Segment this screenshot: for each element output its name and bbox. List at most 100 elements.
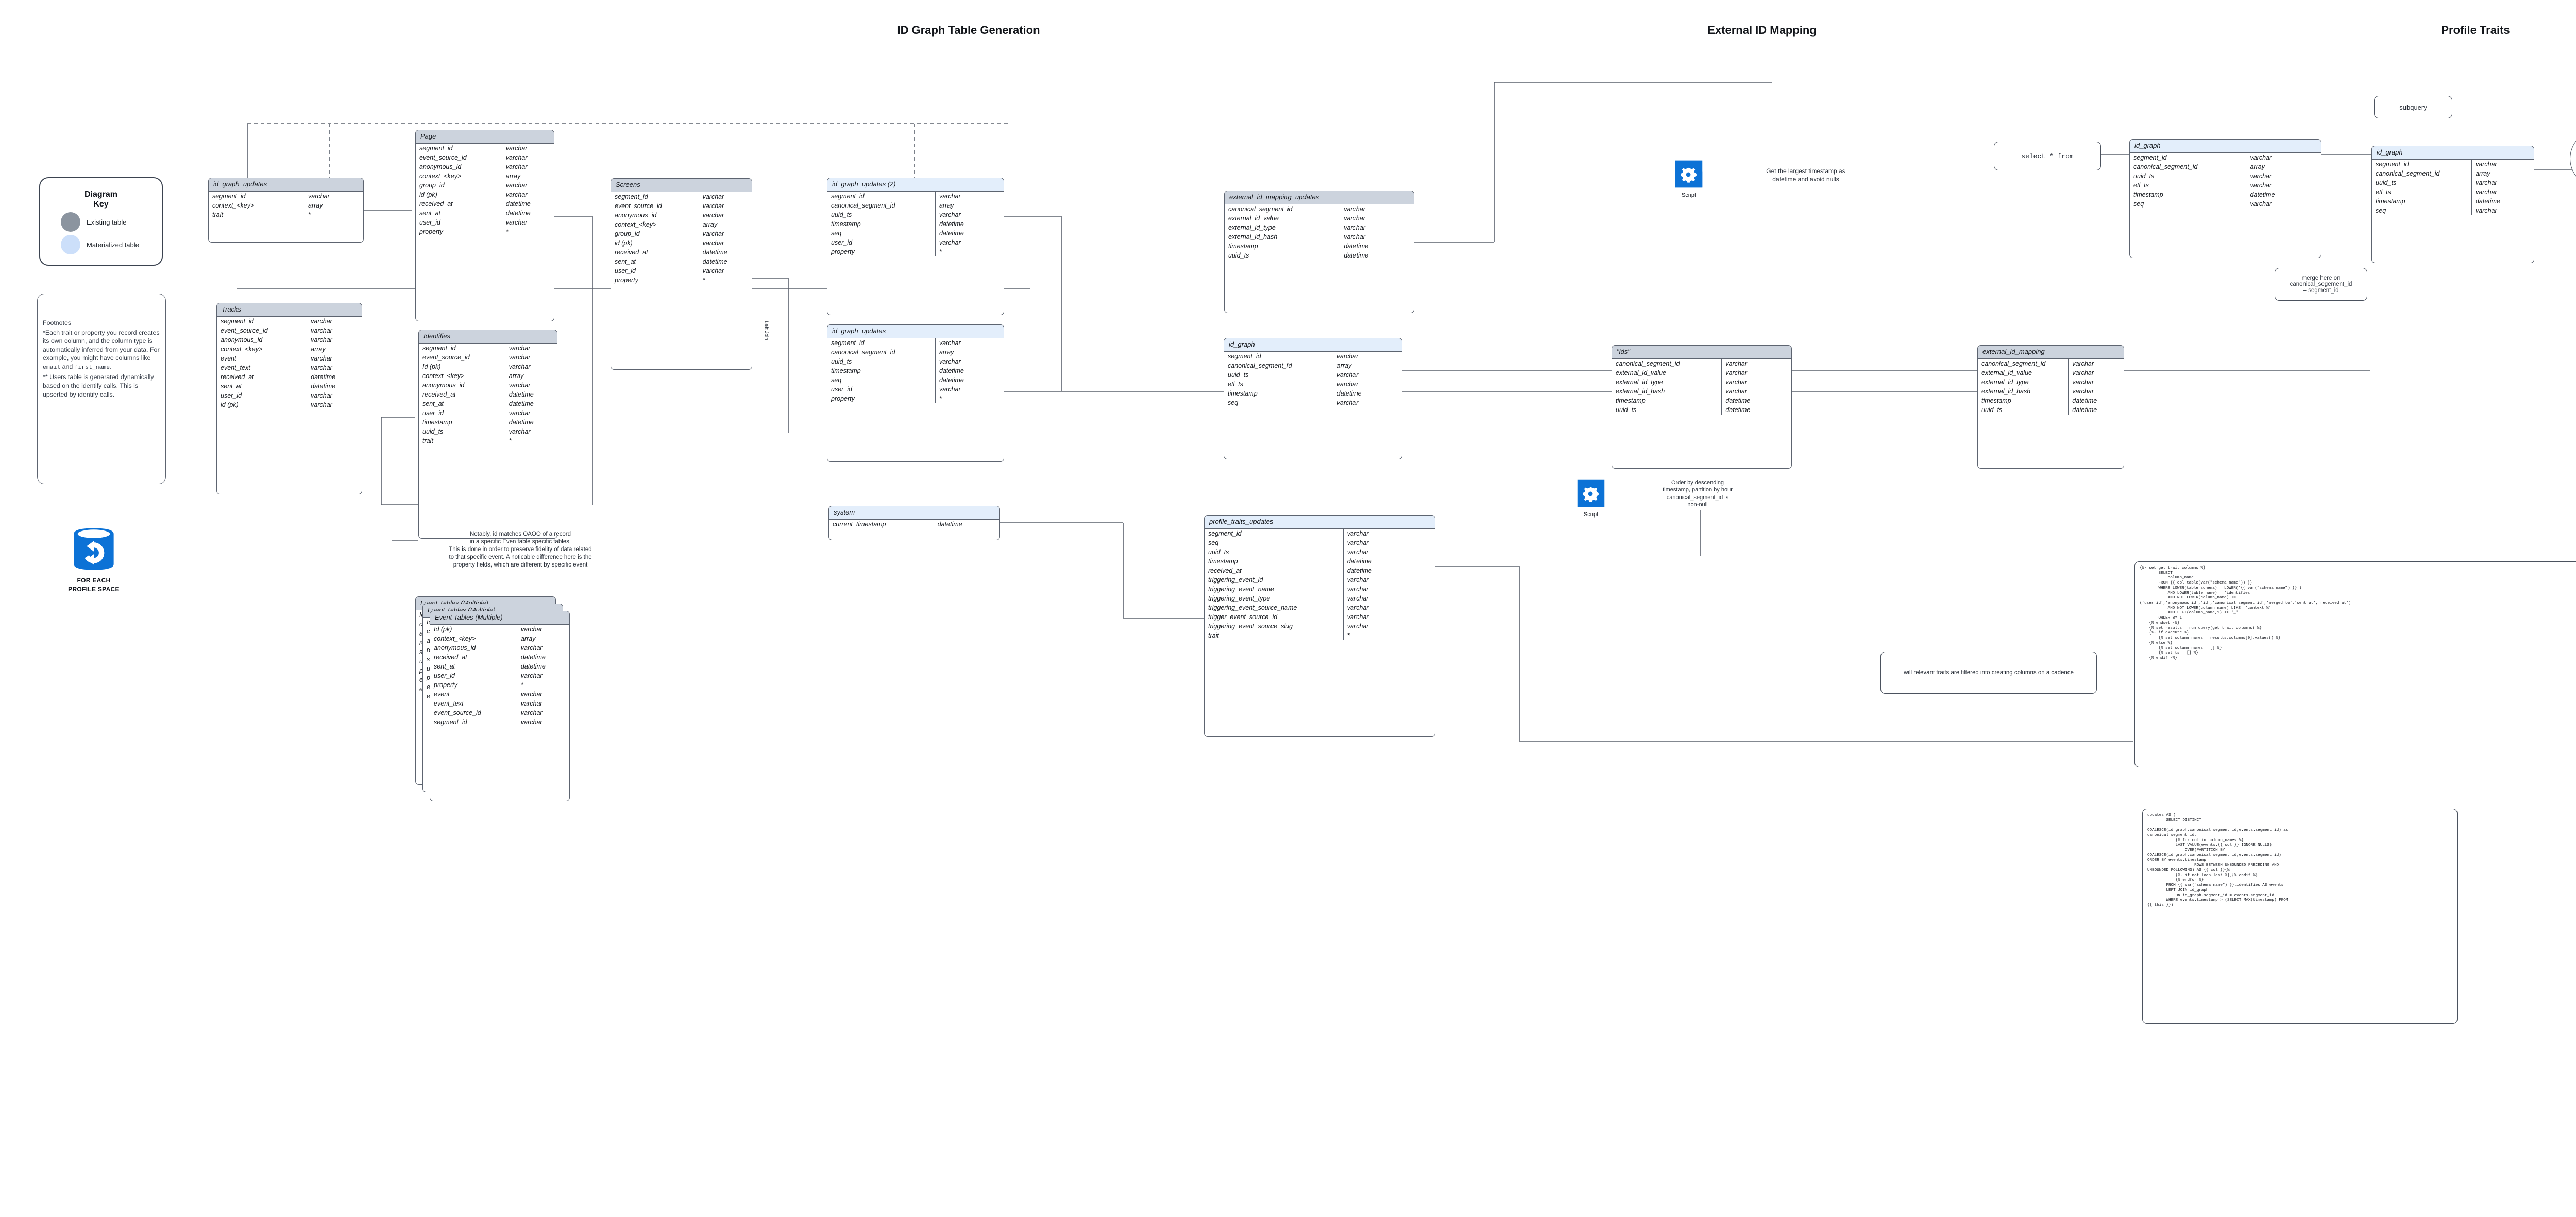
column-name: external_id_hash xyxy=(1978,386,2069,396)
column-name: canonical_segment_id xyxy=(1978,358,2069,368)
column-type: datetime xyxy=(1725,397,1751,404)
subquery-node[interactable]: subquery xyxy=(2374,96,2452,118)
column-type: datetime xyxy=(937,520,962,528)
column-name: event xyxy=(430,689,517,699)
column-type: varchar xyxy=(2475,207,2497,214)
column-type: datetime xyxy=(702,258,727,265)
db-caption-line2: PROFILE SPACE xyxy=(68,586,120,593)
entity-table-title-external_id_mapping: external_id_mapping xyxy=(1978,346,2124,359)
column-type: varchar xyxy=(505,163,528,170)
select-star-from-node[interactable]: select * from xyxy=(1994,142,2101,170)
column-name: seq xyxy=(2130,199,2247,209)
column-type: datetime xyxy=(1344,251,1369,259)
column-type: varchar xyxy=(1347,622,1369,630)
column-name: property xyxy=(827,247,936,256)
column-type: varchar xyxy=(505,153,528,161)
column-name: trait xyxy=(1205,630,1344,640)
table-row: trait* xyxy=(209,210,363,219)
column-name: uuid_ts xyxy=(419,426,505,436)
left-join-label-vertical: Left Join xyxy=(760,309,772,352)
column-name: etl_ts xyxy=(2130,180,2247,190)
column-type: varchar xyxy=(311,364,332,371)
column-type: varchar xyxy=(1347,539,1369,546)
column-type: datetime xyxy=(311,382,336,390)
column-name: external_id_value xyxy=(1978,368,2069,378)
entity-table-title-page: Page xyxy=(416,130,554,144)
key-row-existing: Existing table xyxy=(61,212,162,232)
script-node-1[interactable]: Script xyxy=(1674,160,1703,198)
column-name: context_<key> xyxy=(611,219,699,229)
table-row: id (pk)varchar xyxy=(611,238,752,248)
script-node-2[interactable]: Script xyxy=(1577,479,1605,518)
footnote-line-1-end: . xyxy=(110,363,112,371)
diagram-key-title-line2: Key xyxy=(93,200,109,209)
code-block-trait-columns: {%- set get_trait_columns %} SELECT colu… xyxy=(2134,561,2576,767)
column-type: varchar xyxy=(505,181,528,189)
footnote-code-email: email xyxy=(43,365,61,371)
column-name: uuid_ts xyxy=(1978,405,2069,415)
column-type: varchar xyxy=(520,672,543,679)
column-name: etl_ts xyxy=(1224,379,1333,389)
column-type: varchar xyxy=(509,353,531,361)
entity-table-title-external_id_mapping_updates: external_id_mapping_updates xyxy=(1225,191,1414,204)
column-name: Id (pk) xyxy=(419,362,505,371)
column-name: user_id xyxy=(430,671,517,680)
column-name: segment_id xyxy=(827,338,936,348)
column-type: array xyxy=(505,172,521,180)
column-name: anonymous_id xyxy=(430,643,517,653)
column-name: timestamp xyxy=(1205,556,1344,566)
column-name: user_id xyxy=(827,237,936,247)
column-type: varchar xyxy=(311,317,332,325)
column-name: property xyxy=(416,227,502,236)
column-name: context_<key> xyxy=(416,171,502,181)
column-name: event_source_id xyxy=(611,201,699,211)
column-type: varchar xyxy=(939,357,961,365)
column-type: varchar xyxy=(520,690,543,698)
column-type: varchar xyxy=(311,354,332,362)
column-name: event xyxy=(217,353,308,363)
page-title-external-id-mapping: External ID Mapping xyxy=(1707,24,1817,37)
column-type: varchar xyxy=(520,699,543,707)
diagram-key-title-line1: Diagram xyxy=(84,190,118,199)
column-type: varchar xyxy=(702,202,724,210)
column-type: datetime xyxy=(1725,406,1751,414)
union-node[interactable]: Union xyxy=(2570,130,2576,187)
column-type: datetime xyxy=(1347,557,1372,565)
